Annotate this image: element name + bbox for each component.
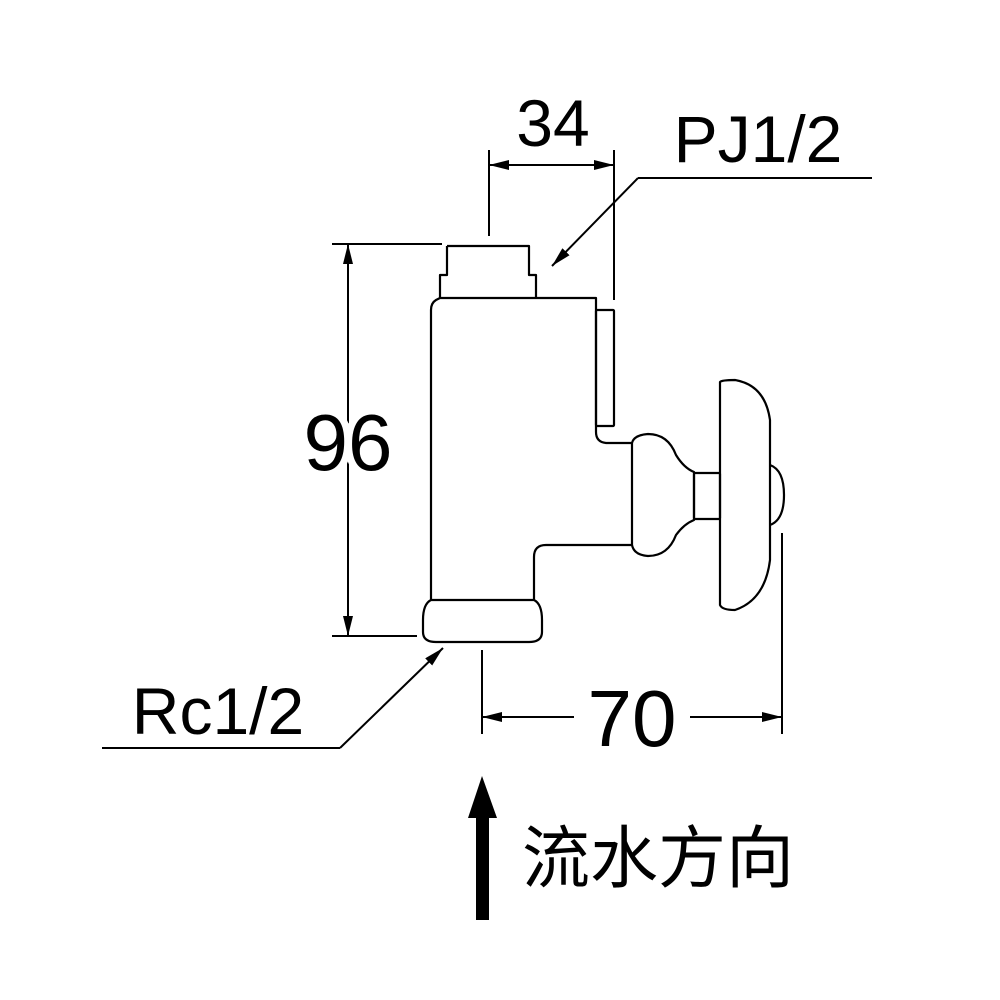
flow-direction-label: 流水方向 <box>522 820 794 899</box>
valve-stem <box>692 471 722 521</box>
dimension-label-34: 34 <box>516 86 589 160</box>
dimension-label-96: 96 <box>304 398 393 487</box>
dimension-height <box>332 243 442 637</box>
dimension-depth <box>481 533 783 734</box>
leader-rc <box>102 647 444 749</box>
handle-knob <box>769 463 786 527</box>
thread-label-bottom: Rc1/2 <box>132 674 304 748</box>
arrow-up-icon <box>468 776 497 920</box>
lower-body-outline <box>532 543 632 600</box>
side-plug <box>594 308 616 428</box>
leader-pj <box>551 177 872 267</box>
dimension-label-70: 70 <box>588 674 677 763</box>
dimension-width-top <box>488 150 615 300</box>
thread-label-top: PJ1/2 <box>674 102 843 176</box>
handle-outline <box>718 378 772 612</box>
bonnet-outline <box>630 432 696 558</box>
top-connector-outline <box>438 244 538 298</box>
valve-body <box>421 244 786 644</box>
main-body-outline <box>429 296 632 600</box>
leader-diagonal-rc <box>339 647 444 749</box>
leader-diagonal-pj <box>551 177 639 267</box>
bottom-connector-outline <box>421 598 544 644</box>
